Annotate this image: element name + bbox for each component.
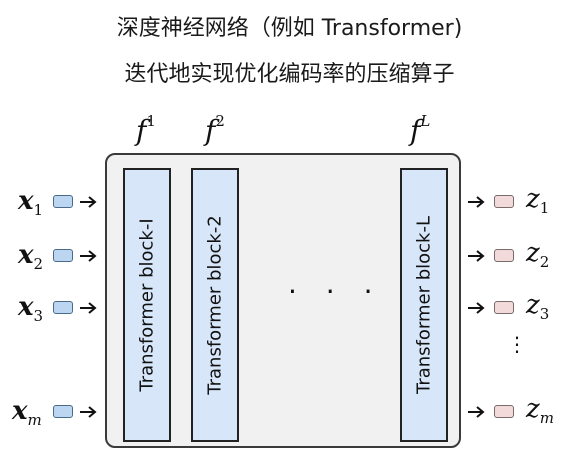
input-x1-label: x1	[18, 186, 44, 220]
output-arrow-1	[468, 196, 485, 208]
transformer-block-1: Transformer block-I	[123, 168, 171, 442]
input-token-2	[53, 249, 73, 262]
output-vertical-ellipsis: ⋮	[507, 332, 527, 356]
transformer-block-2: Transformer block-2	[191, 168, 239, 442]
output-token-2	[494, 249, 514, 262]
transformer-block-2-label: Transformer block-2	[204, 215, 226, 395]
output-z3-label: z3	[526, 290, 550, 324]
output-arrow-m	[468, 406, 485, 418]
output-token-3	[494, 301, 514, 314]
output-arrow-3	[468, 302, 485, 314]
layer-label-f2: f2	[205, 111, 225, 147]
input-xm-label: xm	[12, 396, 42, 430]
output-arrow-2	[468, 250, 485, 262]
diagram-title-line-1: 深度神经网络（例如 Transformer)	[116, 16, 463, 41]
output-zm-label: zm	[526, 394, 554, 428]
block-ellipsis: · · ·	[288, 275, 383, 308]
output-token-m	[494, 405, 514, 418]
layer-label-f1: f1	[136, 111, 156, 147]
transformer-block-1-label: Transformer block-I	[136, 218, 158, 392]
diagram-title-line-2: 迭代地实现优化编码率的压缩算子	[124, 62, 455, 87]
input-arrow-3	[80, 302, 97, 314]
input-token-3	[53, 301, 73, 314]
input-arrow-2	[80, 250, 97, 262]
input-token-m	[53, 405, 73, 418]
output-z1-label: z1	[526, 184, 550, 218]
output-z2-label: z2	[526, 238, 550, 272]
input-token-1	[53, 195, 73, 208]
input-arrow-m	[80, 406, 97, 418]
input-arrow-1	[80, 196, 97, 208]
transformer-block-L: Transformer block-L	[400, 168, 448, 442]
transformer-block-L-label: Transformer block-L	[413, 215, 435, 395]
layer-label-fL: fL	[410, 111, 431, 147]
output-token-1	[494, 195, 514, 208]
input-x2-label: x2	[18, 240, 44, 274]
input-x3-label: x3	[18, 292, 44, 326]
